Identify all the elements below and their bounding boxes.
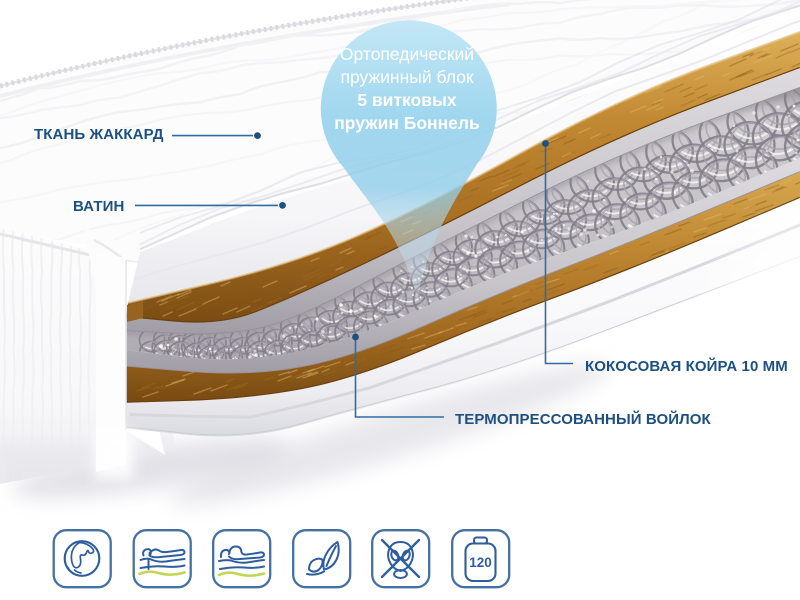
svg-text:пружинный блок: пружинный блок <box>340 67 473 87</box>
svg-text:ТЕРМОПРЕССОВАННЫЙ ВОЙЛОК: ТЕРМОПРЕССОВАННЫЙ ВОЙЛОК <box>455 410 712 428</box>
svg-text:Ортопедический: Ортопедический <box>340 44 474 64</box>
svg-text:ВАТИН: ВАТИН <box>73 198 124 215</box>
svg-text:КОКОСОВАЯ КОЙРА 10 ММ: КОКОСОВАЯ КОЙРА 10 ММ <box>585 357 788 375</box>
svg-text:5 витковых: 5 витковых <box>357 90 457 110</box>
svg-text:пружин Боннель: пружин Боннель <box>334 113 480 133</box>
svg-text:ТКАНЬ ЖАККАРД: ТКАНЬ ЖАККАРД <box>34 126 164 143</box>
svg-text:120: 120 <box>469 555 492 570</box>
